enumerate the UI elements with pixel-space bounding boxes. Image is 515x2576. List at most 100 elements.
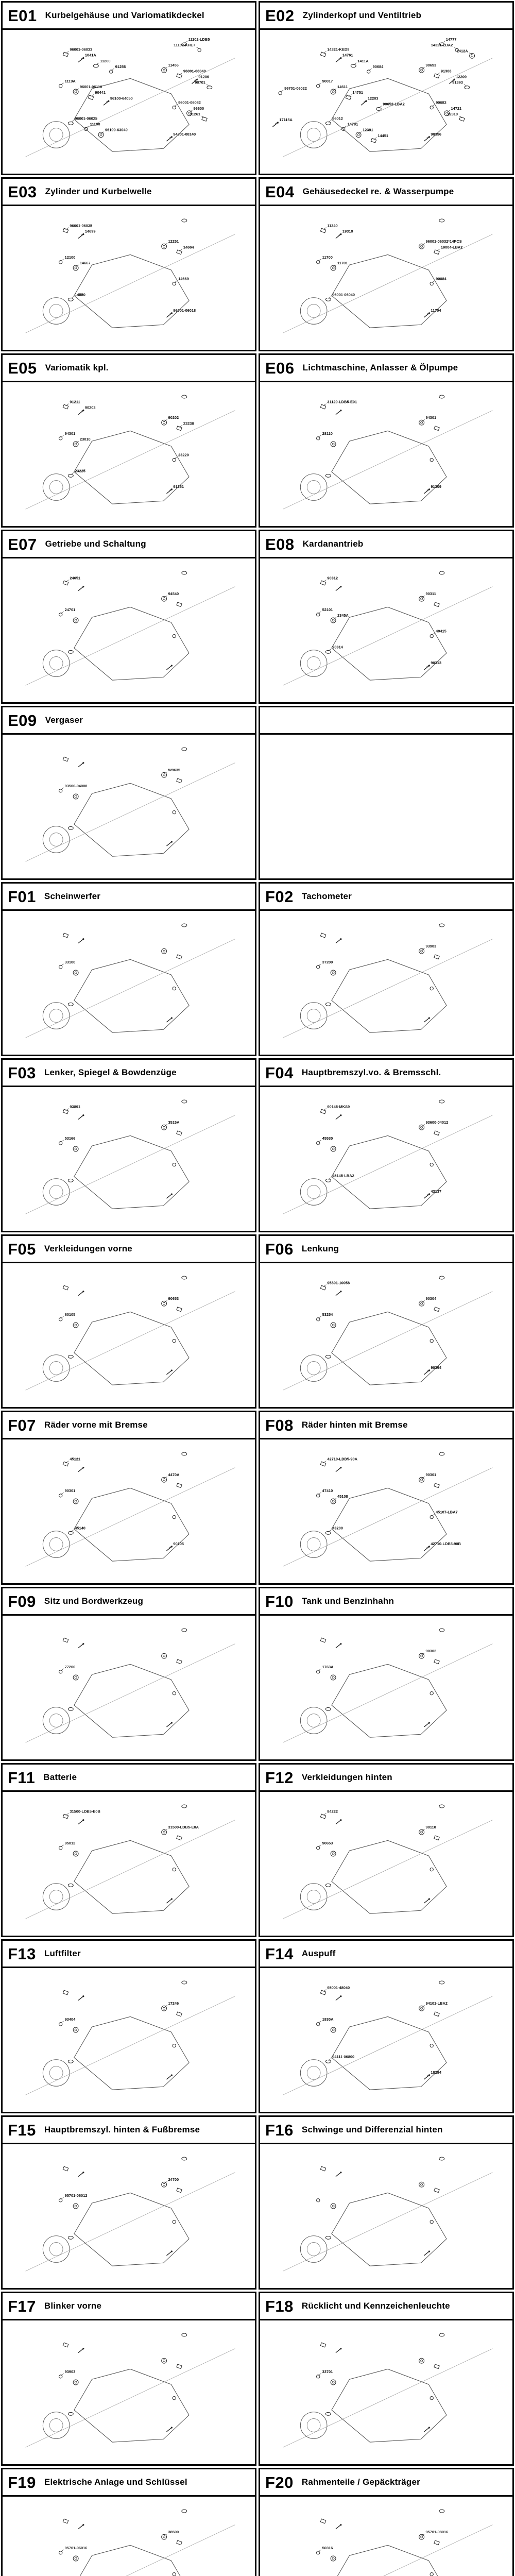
part-marker: 2345A bbox=[330, 613, 349, 623]
part-number-label: 11456 bbox=[168, 63, 179, 67]
part-marker bbox=[78, 2524, 84, 2530]
part-number-label: 3515A bbox=[168, 1120, 180, 1125]
component-outline bbox=[49, 2066, 63, 2080]
part-marker bbox=[73, 2027, 79, 2033]
part-marker: 24651 bbox=[62, 576, 80, 586]
part-number-label: 43200 bbox=[332, 1526, 343, 1530]
part-marker bbox=[166, 1369, 173, 1375]
part-number-label: 91308 bbox=[441, 69, 452, 73]
part-marker bbox=[78, 1291, 84, 1296]
component-outline bbox=[42, 1178, 70, 1206]
part-marker: 40415 bbox=[430, 629, 447, 638]
component-outline bbox=[42, 826, 70, 853]
part-number-label: 96100-64050 bbox=[110, 96, 133, 100]
section-code: E07 bbox=[8, 535, 37, 553]
part-marker bbox=[424, 2427, 430, 2432]
part-marker bbox=[325, 2412, 331, 2416]
component-outline bbox=[383, 2524, 493, 2576]
part-marker bbox=[67, 2412, 74, 2416]
part-number-label: 45121 bbox=[70, 1457, 80, 1462]
part-marker bbox=[78, 1995, 84, 2001]
part-marker: 95701-06012 bbox=[59, 2193, 87, 2202]
part-marker: 1763A bbox=[316, 1665, 334, 1674]
component-outline bbox=[283, 2172, 493, 2272]
part-marker bbox=[67, 1178, 74, 1182]
part-marker: 96001-06040 bbox=[325, 292, 355, 301]
part-marker: 11704 bbox=[424, 308, 441, 318]
section-title: Hauptbremszyl.vo. & Bremsschl. bbox=[301, 1067, 441, 1077]
part-number-label: 4470A bbox=[168, 1472, 180, 1477]
part-number-label: 90653 bbox=[426, 63, 437, 67]
component-outline bbox=[306, 304, 321, 318]
part-marker bbox=[176, 602, 182, 607]
part-number-label: 1412A bbox=[457, 48, 469, 53]
part-marker: 33100 bbox=[59, 960, 75, 969]
part-marker: 90105 bbox=[166, 1541, 184, 1551]
part-marker: 53166 bbox=[59, 1136, 75, 1145]
exploded-diagram: 93903 bbox=[25, 2333, 235, 2448]
part-marker: 90301 bbox=[419, 1472, 436, 1483]
section-code: E09 bbox=[8, 711, 37, 730]
part-marker bbox=[67, 2235, 74, 2240]
part-marker: 91256 bbox=[109, 64, 126, 74]
component-outline bbox=[25, 1291, 235, 1391]
part-number-label: 23238 bbox=[183, 421, 194, 426]
component-outline bbox=[42, 650, 70, 677]
part-marker bbox=[430, 1162, 434, 1167]
part-number-label: 14669 bbox=[178, 277, 189, 281]
part-number-label: 90653 bbox=[168, 1296, 179, 1301]
component-outline bbox=[74, 254, 190, 328]
part-marker: W9635 bbox=[161, 768, 180, 778]
part-number-label: 90653 bbox=[322, 1841, 333, 1845]
component-outline bbox=[331, 1840, 447, 1914]
component-outline bbox=[283, 586, 493, 686]
component-outline bbox=[283, 939, 493, 1038]
part-marker: 50316 bbox=[316, 2546, 333, 2555]
part-marker: 90313 bbox=[424, 660, 441, 670]
part-marker: 23010 bbox=[73, 437, 91, 447]
part-number-label: 1041A bbox=[85, 53, 97, 58]
exploded-diagram: 33100 bbox=[25, 923, 235, 1038]
component-outline bbox=[331, 2192, 447, 2266]
part-marker: 12391 bbox=[355, 128, 373, 138]
part-marker: 90653 bbox=[419, 63, 437, 73]
part-number-label: 19310 bbox=[342, 229, 353, 234]
component-outline bbox=[331, 1664, 447, 1738]
component-outline bbox=[306, 1009, 321, 1023]
part-marker bbox=[430, 2219, 434, 2224]
